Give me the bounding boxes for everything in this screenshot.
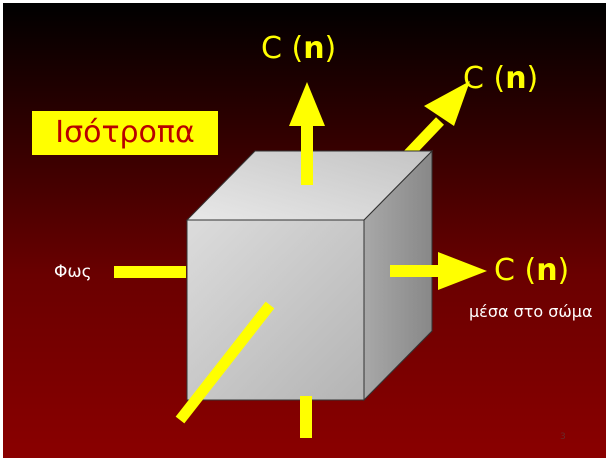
- right-arrow-shaft: [390, 265, 440, 277]
- light-label: Φως: [54, 262, 92, 282]
- page-number: 3: [560, 432, 566, 442]
- output-label-up: C (n): [261, 31, 337, 66]
- incoming-light-beam: [114, 266, 186, 278]
- inside-body-label: μέσα στο σώμα: [469, 302, 593, 321]
- title-text: Ισότροπα: [55, 115, 195, 150]
- up-arrow-shaft: [301, 122, 313, 185]
- output-label-diagonal: C (n): [463, 61, 539, 96]
- bottom-beam: [300, 396, 312, 438]
- diagonal-beam-front: [175, 301, 275, 424]
- up-arrow-head: [289, 82, 325, 126]
- right-arrow-head: [438, 252, 487, 290]
- diagonal-arrow-head: [424, 81, 470, 126]
- output-label-right: C (n): [494, 253, 570, 288]
- title-box: Ισότροπα: [32, 111, 218, 155]
